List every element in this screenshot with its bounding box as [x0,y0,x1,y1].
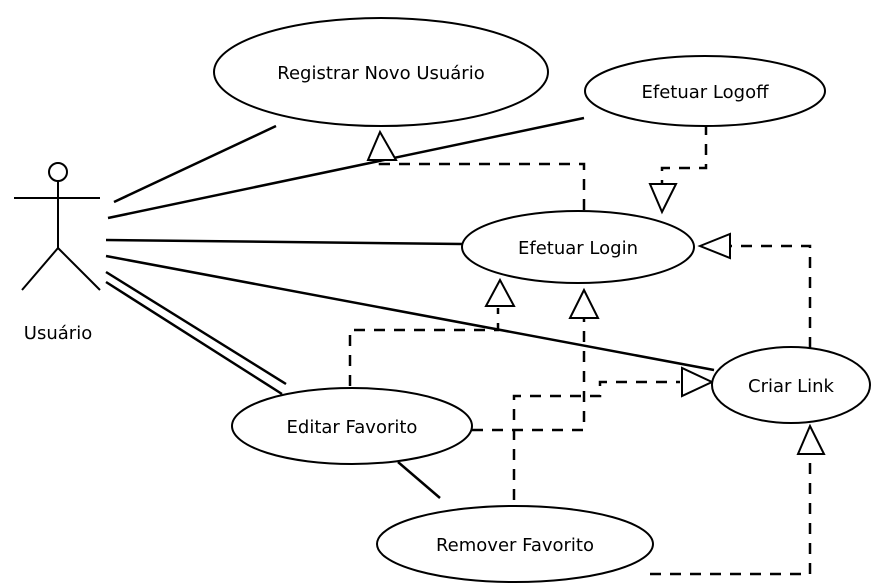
use-case-logoff-label: Efetuar Logoff [642,82,770,103]
arrowhead-criar-login [697,232,731,260]
use-case-editar-ellipse [231,387,473,465]
assoc-criar-link [105,254,715,372]
use-case-editar: Editar Favorito [231,387,473,465]
arrowhead-editar-login-a [484,277,516,307]
assoc-logoff [107,116,585,220]
actor-head [48,162,68,182]
assoc-editar-b [105,280,283,396]
use-case-login-ellipse [461,210,695,284]
use-case-login-label: Efetuar Login [518,238,638,259]
use-case-login: Efetuar Login [461,210,695,284]
use-case-criar-link: Criar Link [711,346,871,424]
assoc-registrar [113,124,277,204]
dep-editar-login-b [472,318,586,432]
actor-usuario: Usuário [14,162,101,344]
use-case-remover-ellipse [376,505,654,583]
dep-editar-login-a [348,308,500,386]
use-case-editar-label: Editar Favorito [287,417,418,438]
dep-logoff-login [660,124,708,184]
dependency-lines [348,124,812,576]
use-case-logoff-ellipse [584,55,826,127]
association-lines [105,116,715,499]
assoc-editar-remover [397,461,441,499]
arrowhead-editar-login-b [568,287,600,319]
dep-remover-criar-b [650,456,812,576]
actor-label: Usuário [24,323,92,344]
arrowhead-remover-criar [681,366,715,398]
assoc-login [105,238,463,246]
use-case-criar-link-ellipse [711,346,871,424]
use-case-registrar: Registrar Novo Usuário [213,17,549,127]
use-case-registrar-ellipse [213,17,549,127]
actor-left-leg [21,247,59,291]
arrowhead-logoff-login [648,183,678,215]
use-case-criar-link-label: Criar Link [748,376,835,397]
dep-criar-login [728,244,812,348]
use-case-remover: Remover Favorito [376,505,654,583]
assoc-editar-a [105,270,287,386]
dep-login-registrar [378,160,586,210]
arrowhead-remover-criar-b [796,423,826,455]
use-case-registrar-label: Registrar Novo Usuário [277,63,484,84]
arrowhead-registrar [366,129,398,161]
use-case-remover-label: Remover Favorito [436,535,594,556]
arrowheads [366,129,826,455]
dep-remover-criar [512,380,680,500]
use-case-logoff: Efetuar Logoff [584,55,826,127]
actor-right-leg [57,247,101,291]
